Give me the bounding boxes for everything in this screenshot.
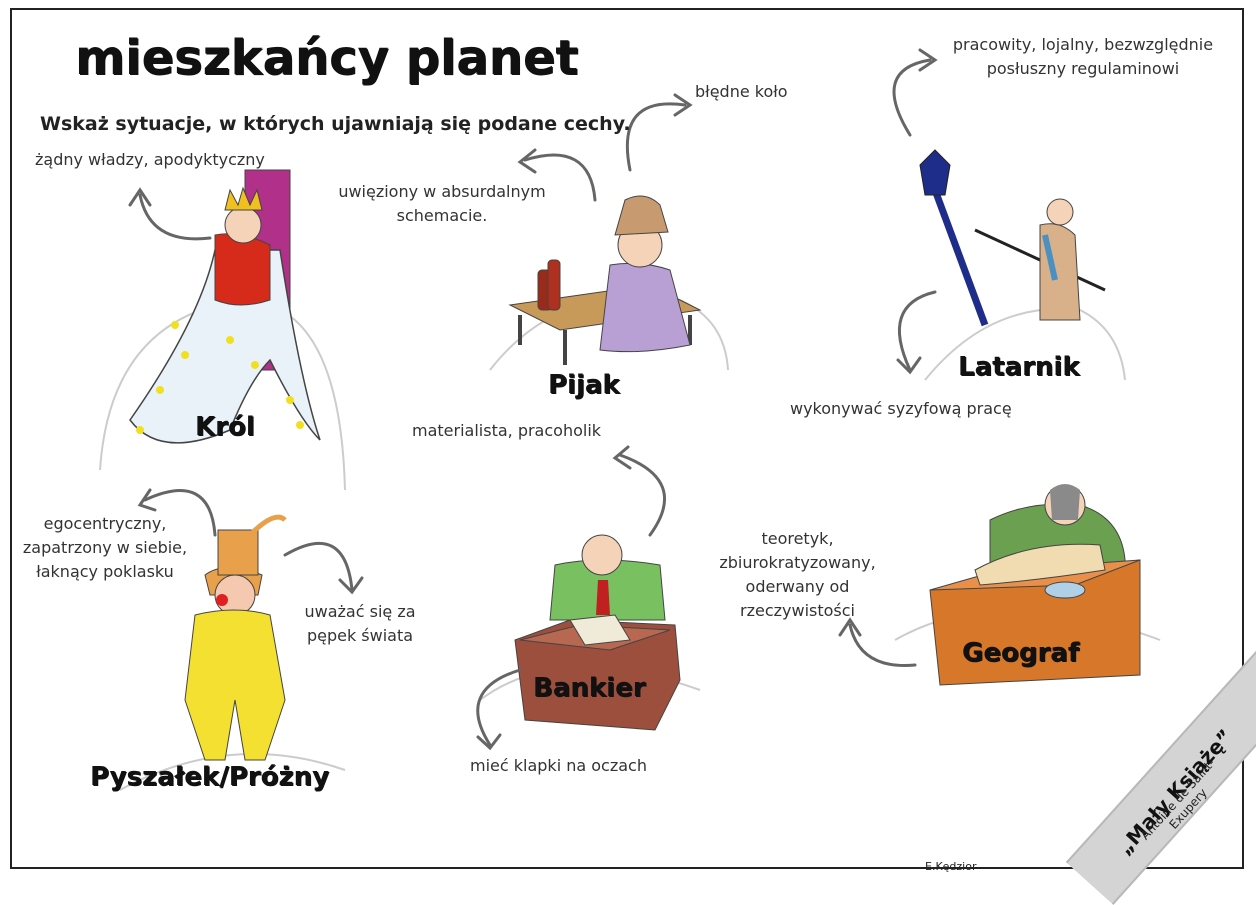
prozny-trait-b: uważać się za pępek świata: [300, 600, 420, 648]
geograf-trait: teoretyk, zbiurokratyzowany, oderwany od…: [710, 527, 885, 623]
bankier-trait-a: materialista, pracoholik: [412, 421, 602, 440]
arrow-prozny-a: [143, 489, 217, 537]
prozny-trait-a: egocentryczny, zapatrzony w siebie, łakn…: [15, 512, 195, 584]
arrow-pijak-b: [625, 102, 687, 172]
pijak-trait-a-line2: schemacie.: [396, 206, 488, 225]
arrow-bankier-b: [476, 668, 522, 747]
arrowhead-pijak-a: [517, 148, 537, 174]
king-illustration: [129, 169, 321, 444]
arrowhead-pijak-b: [673, 93, 693, 117]
bankier-trait-b: mieć klapki na oczach: [470, 756, 647, 775]
pijak-trait-a-line1: uwięziony w absurdalnym: [338, 182, 546, 201]
illustrations: [99, 48, 1161, 791]
prozny-trait-a-line1: egocentryczny,: [43, 514, 167, 533]
latarnik-illustration: [919, 149, 1106, 327]
arrow-krol: [138, 193, 212, 241]
page-frame: [10, 8, 1244, 869]
bankier-name: Bankier: [533, 673, 646, 703]
pijak-trait-a: uwięziony w absurdalnym schemacie.: [332, 180, 552, 228]
arrowhead-prozny-a: [137, 488, 157, 512]
pijak-illustration: [508, 195, 702, 365]
arrow-bankier-a: [618, 453, 666, 537]
pijak-name: Pijak: [548, 370, 620, 400]
arrowhead-geograf: [838, 617, 862, 637]
arrowhead-latarnik-a: [918, 48, 938, 72]
arrows: [128, 48, 938, 751]
arrowhead-latarnik-b: [896, 356, 922, 375]
prozny-illustration: [184, 514, 287, 761]
prozny-trait-a-line2: zapatrzony w siebie,: [22, 538, 188, 557]
latarnik-name: Latarnik: [958, 352, 1080, 382]
prozny-trait-b-line1: uważać się za: [304, 602, 416, 621]
author-signature: E.Kędzior: [925, 860, 977, 873]
geograf-trait-line3: oderwany od: [745, 577, 850, 596]
prozny-name: Pyszałek/Próżny: [90, 762, 330, 792]
arrow-geograf: [848, 623, 917, 667]
latarnik-trait-a-line2: posłuszny regulaminowi: [986, 59, 1180, 78]
krol-trait: żądny władzy, apodyktyczny: [35, 150, 265, 169]
prozny-trait-a-line3: łaknący poklasku: [36, 562, 174, 581]
latarnik-trait-a-line1: pracowity, lojalny, bezwzględnie: [952, 35, 1214, 54]
geograf-illustration: [929, 484, 1141, 686]
latarnik-trait-b: wykonywać syzyfową pracę: [790, 399, 1012, 418]
pijak-trait-b: błędne koło: [695, 82, 788, 101]
bankier-illustration: [514, 534, 681, 731]
geograf-trait-line2: zbiurokratyzowany,: [719, 553, 876, 572]
geograf-name: Geograf: [962, 638, 1080, 668]
arrow-pijak-a: [523, 153, 597, 202]
latarnik-trait-a: pracowity, lojalny, bezwzględnie posłusz…: [948, 33, 1218, 81]
prozny-trait-b-line2: pępek świata: [306, 626, 414, 645]
geograf-trait-line4: rzeczywistości: [740, 601, 855, 620]
arrowhead-krol: [128, 187, 152, 207]
arrowhead-bankier-b: [476, 733, 502, 751]
page-subtitle: Wskaż sytuacje, w których ujawniają się …: [40, 113, 631, 135]
arrowhead-bankier-a: [612, 445, 632, 470]
page-title: mieszkańcy planet: [75, 30, 579, 86]
arrow-prozny-b: [283, 541, 354, 592]
krol-name: Król: [195, 412, 255, 442]
arrow-latarnik-b: [897, 290, 937, 372]
arrowhead-prozny-b: [338, 576, 364, 595]
geograf-trait-line1: teoretyk,: [761, 529, 834, 548]
arrow-latarnik-a: [892, 58, 932, 137]
planet-prozny: [119, 753, 346, 791]
